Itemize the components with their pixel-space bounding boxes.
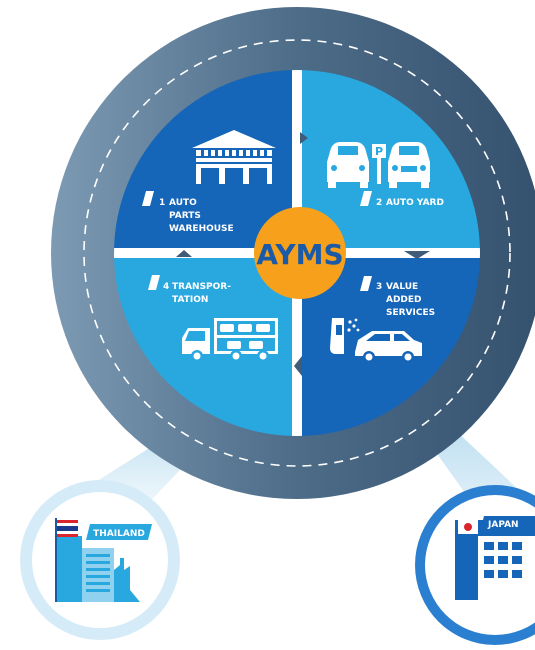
quadrant-3-line-1: VALUE	[386, 282, 418, 292]
quadrant-4-line-2: TATION	[172, 295, 208, 305]
label-4-marker	[148, 275, 160, 290]
arrow-2-to-3	[404, 251, 430, 259]
label-1-marker	[142, 191, 154, 206]
quadrant-2-line-1: AUTO YARD	[386, 198, 444, 208]
thailand-flag-icon	[55, 518, 78, 602]
arrow-4-to-1	[176, 250, 192, 257]
arrow-1-to-2	[300, 132, 308, 144]
quadrant-2-number: 2	[376, 198, 382, 208]
quadrant-4-label: 4 TRANSPOR- TATION	[148, 275, 231, 305]
quadrant-4-number: 4	[163, 282, 169, 292]
hub-label: AYMS	[256, 238, 343, 271]
dashed-orbit	[83, 39, 511, 467]
quadrant-1-number: 1	[159, 198, 165, 208]
quadrant-1-line-3: WAREHOUSE	[169, 224, 234, 234]
warehouse-icon	[192, 130, 276, 184]
japan-label: JAPAN	[487, 520, 519, 530]
japan-badge: JAPAN	[415, 485, 535, 645]
parking-cars-icon: P	[327, 142, 430, 188]
svg-text:P: P	[375, 145, 383, 158]
label-2-marker	[360, 191, 372, 206]
label-3-marker	[360, 276, 372, 291]
hub-circle	[254, 207, 346, 299]
car-carrier-truck-icon	[182, 318, 278, 362]
quadrant-3-line-2: ADDED	[386, 295, 422, 305]
quadrant-1-line-1: AUTO	[169, 198, 197, 208]
thailand-badge: THAILAND	[20, 480, 180, 640]
quadrant-3-number: 3	[376, 282, 382, 292]
quadrant-4-line-1: TRANSPOR-	[172, 282, 231, 292]
thailand-label: THAILAND	[93, 529, 145, 539]
arrow-3-to-4	[294, 356, 302, 376]
quadrant-1-line-2: PARTS	[169, 211, 201, 221]
quadrant-1-label: 1 AUTO PARTS WAREHOUSE	[142, 191, 234, 234]
car-wash-icon	[330, 318, 422, 363]
quadrant-3-line-3: SERVICES	[386, 308, 435, 318]
quadrant-3-label: 3 VALUE ADDED SERVICES	[360, 276, 435, 318]
quadrant-2-label: 2 AUTO YARD	[360, 191, 444, 208]
